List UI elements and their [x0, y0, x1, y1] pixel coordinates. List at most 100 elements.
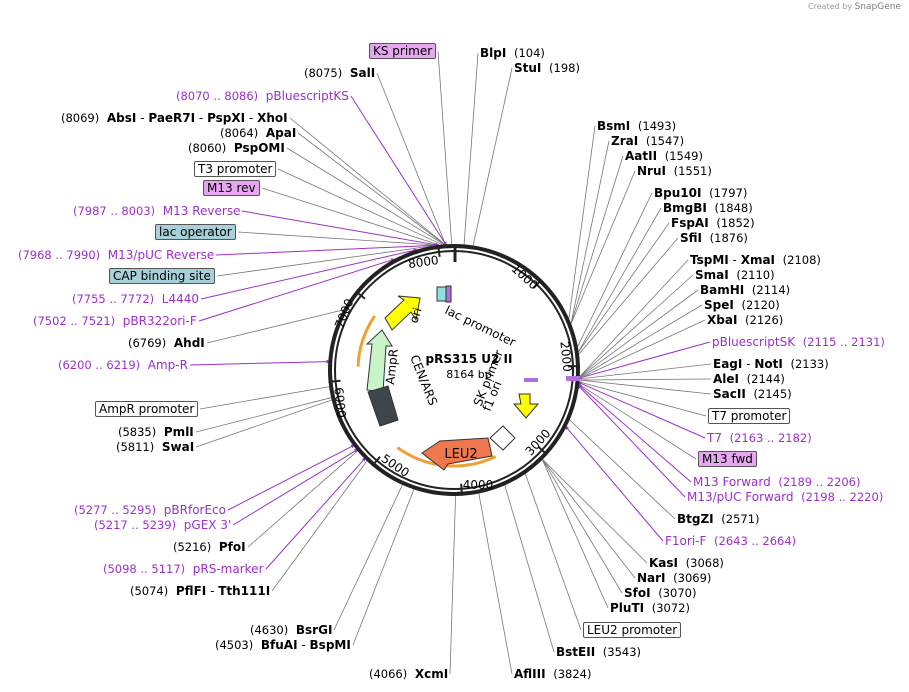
leader-pmli: [195, 397, 332, 433]
label-swai: (5811) SwaI: [116, 440, 194, 454]
site-coord: (2120): [741, 298, 780, 312]
label-ahdi: (6769) AhdI: [128, 336, 205, 350]
leader-ks-primer: [437, 50, 453, 245]
site-coord: (4630): [250, 623, 289, 637]
label-f1ori-f: F1ori-F (2643 .. 2664): [665, 534, 796, 548]
enzyme-name: Tth111I: [218, 584, 271, 598]
enzyme-name: AhdI: [173, 336, 205, 350]
leader-bsrgi: [333, 484, 403, 631]
enzyme-name: PaeR7I: [148, 111, 196, 125]
label-alei: AleI (2144): [713, 372, 785, 386]
leader-pluti: [542, 459, 609, 609]
leader-t7-promoter: [579, 381, 707, 417]
enzyme-name: PflFI: [175, 584, 207, 598]
tick-label-8000: 8000: [407, 253, 439, 271]
leader-pspomi: [286, 147, 445, 245]
leu2-promoter-arrow: [489, 425, 516, 451]
feature-box-lac-operator: lac operator: [155, 224, 236, 240]
site-coord: (3072): [651, 601, 690, 615]
leader-m13-fwd: [578, 384, 697, 460]
site-coord: (3069): [673, 571, 712, 585]
leader-smai: [579, 274, 694, 377]
label-pflfi: (5074) PflFI - Tth111I: [130, 584, 271, 598]
leader-pfoi: [247, 450, 358, 548]
label-ampr-promoter: AmpR promoter: [95, 401, 199, 417]
site-coord: (4503): [215, 638, 254, 652]
leader-t3-promoter: [277, 168, 443, 245]
enzyme-name: BamHI: [700, 283, 745, 297]
feature-name: T7: [707, 431, 722, 445]
tick-1000: [532, 278, 543, 289]
leader-pbrforeco: [227, 444, 356, 511]
tick-label-4000: 4000: [463, 478, 494, 492]
label-m13-puc-reverse: (7968 .. 7990) M13/pUC Reverse: [18, 248, 214, 262]
label-bsrgi: (4630) BsrGI: [250, 623, 332, 637]
enzyme-name: StuI: [514, 61, 542, 75]
site-coord: (3543): [602, 645, 642, 659]
label-tspmi: TspMI - XmaI (2108): [690, 253, 821, 267]
enzyme-name: SpeI: [704, 298, 734, 312]
tick-8000: [437, 244, 441, 258]
feature-box-m13-rev: M13 rev: [203, 180, 260, 196]
feature-box-m13-fwd: M13 fwd: [698, 451, 757, 467]
leu2-arrow: [421, 437, 493, 471]
feature-name: M13 Forward: [693, 475, 771, 489]
enzyme-name: BtgZI: [677, 512, 714, 526]
leader-sfii: [578, 237, 679, 355]
site-coord: (1852): [716, 216, 755, 230]
site-coord: (8060): [188, 141, 227, 155]
leader-pflfi: [271, 460, 368, 592]
label-ori: ori: [407, 306, 425, 325]
label-pbrforeco: (5277 .. 5295) pBRforEco: [74, 503, 226, 517]
label-xcmi: (4066) XcmI: [369, 667, 448, 681]
enzyme-name: NotI: [754, 357, 783, 371]
feature-coord: (2189 .. 2206): [778, 475, 861, 489]
enzyme-name: BstEII: [556, 645, 596, 659]
leader-bamhi: [579, 289, 699, 378]
site-coord: (3070): [658, 586, 697, 600]
label-leu2-promoter: LEU2 promoter: [583, 622, 682, 638]
site-coord: (1549): [664, 149, 703, 163]
leader-tspmi: [579, 259, 689, 377]
leader-absi: [289, 117, 446, 245]
label-pmli: (5835) PmlI: [118, 425, 194, 439]
label-absi: (8069) AbsI - PaeR7I - PspXI - XhoI: [61, 111, 288, 125]
label-t7: T7 (2163 .. 2182): [707, 431, 812, 445]
leader-sacii: [579, 379, 712, 395]
label-sfoi: SfoI (3070): [624, 586, 696, 600]
site-coord: (2114): [751, 283, 791, 297]
t7-mark: [566, 376, 580, 381]
site-coord: (8069): [61, 111, 100, 125]
label-pspomi: (8060) PspOMI: [188, 141, 285, 155]
enzyme-name: XcmI: [414, 667, 449, 681]
site-coord: (1547): [645, 134, 685, 148]
feature-name: Amp-R: [147, 358, 188, 372]
tick-label-6000: 6000: [331, 387, 348, 419]
feature-coord: (2163 .. 2182): [729, 431, 812, 445]
site-coord: (8064): [220, 126, 259, 140]
leader-amp-r: [189, 359, 331, 366]
tick-label-5000: 5000: [379, 451, 412, 480]
label-t3-promoter: T3 promoter: [194, 161, 277, 177]
leader-f1ori-f: [564, 425, 664, 542]
leader-bfuai: [352, 489, 415, 646]
leader-ahdi: [206, 309, 344, 344]
site-coord: (198): [549, 61, 580, 75]
label-leu2: LEU2: [444, 447, 477, 462]
enzyme-name: Bpu10I: [654, 186, 702, 200]
credit-brand: SnapGene: [854, 2, 901, 12]
leader-zrai: [570, 140, 610, 324]
site-coord: (2110): [736, 268, 775, 282]
enzyme-name: AflIII: [514, 667, 546, 681]
leader-prs-marker: [265, 457, 366, 570]
enzyme-name: TspMI: [690, 253, 729, 267]
leader-xcmi: [449, 495, 456, 675]
label-prs-marker: (5098 .. 5117) pRS-marker: [103, 562, 264, 576]
enzyme-name: BmgBI: [663, 201, 707, 215]
enzyme-name: BspMI: [309, 638, 351, 652]
cen-ars-arrow: [367, 385, 399, 427]
leader-m13-rev: [261, 187, 440, 246]
leader-m13-puc-reverse: [215, 243, 439, 256]
site-coord: (2145): [753, 387, 792, 401]
feature-name: pBluescriptKS: [265, 89, 349, 103]
